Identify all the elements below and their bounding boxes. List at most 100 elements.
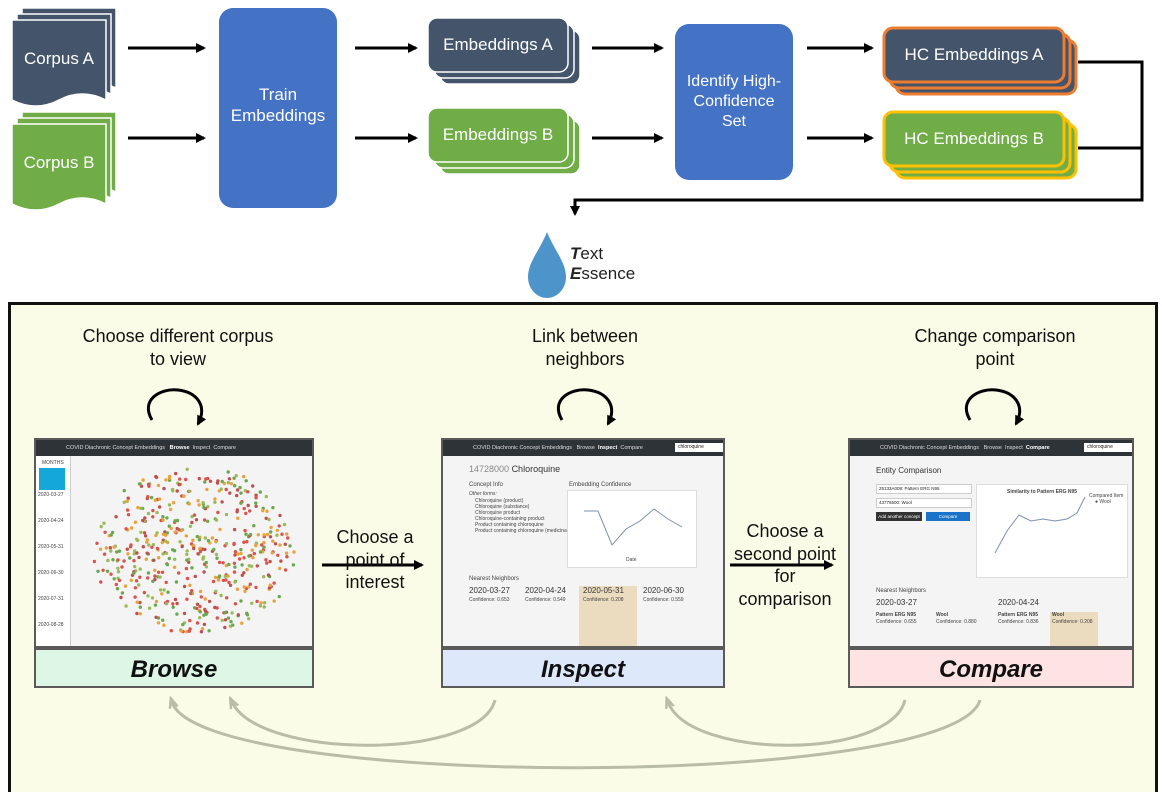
scatter-point[interactable]: [146, 576, 150, 580]
scatter-point[interactable]: [207, 599, 212, 604]
scatter-point[interactable]: [202, 622, 207, 627]
scatter-point[interactable]: [227, 580, 231, 585]
scatter-point[interactable]: [135, 600, 139, 604]
scatter-point[interactable]: [144, 557, 148, 561]
scatter-point[interactable]: [178, 477, 182, 481]
scatter-point[interactable]: [126, 513, 131, 517]
scatter-point[interactable]: [204, 565, 209, 569]
scatter-point[interactable]: [190, 566, 194, 570]
scatter-point[interactable]: [213, 497, 217, 501]
scatter-point[interactable]: [268, 535, 273, 539]
scatter-point[interactable]: [226, 481, 230, 485]
scatter-point[interactable]: [240, 563, 244, 567]
scatter-point[interactable]: [138, 605, 142, 609]
scatter-point[interactable]: [196, 552, 200, 556]
scatter-point[interactable]: [184, 477, 188, 482]
scatter-point[interactable]: [112, 577, 116, 581]
scatter-point[interactable]: [260, 543, 264, 547]
scatter-point[interactable]: [235, 587, 240, 591]
scatter-point[interactable]: [203, 609, 208, 614]
scatter-point[interactable]: [153, 568, 157, 572]
month-item[interactable]: 2020-03-27: [38, 492, 64, 498]
compare-nav-inspect[interactable]: Inspect: [1005, 445, 1023, 451]
scatter-point[interactable]: [240, 573, 244, 577]
scatter-point[interactable]: [238, 485, 242, 490]
scatter-point[interactable]: [175, 601, 179, 606]
scatter-point[interactable]: [124, 527, 128, 531]
scatter-point[interactable]: [262, 601, 267, 605]
scatter-point[interactable]: [147, 484, 151, 488]
scatter-point[interactable]: [210, 536, 215, 540]
scatter-point[interactable]: [156, 621, 161, 625]
scatter-point[interactable]: [110, 530, 115, 535]
scatter-point[interactable]: [202, 518, 207, 522]
scatter-point[interactable]: [279, 559, 283, 563]
scatter-point[interactable]: [185, 597, 189, 601]
scatter-point[interactable]: [165, 562, 170, 567]
scatter-point[interactable]: [230, 611, 234, 615]
scatter-point[interactable]: [240, 621, 244, 625]
scatter-point[interactable]: [239, 501, 243, 505]
scatter-point[interactable]: [219, 487, 223, 491]
scatter-point[interactable]: [226, 616, 231, 620]
compare-button[interactable]: Compare: [926, 512, 970, 521]
scatter-point[interactable]: [184, 534, 188, 538]
scatter-point[interactable]: [153, 574, 157, 578]
scatter-point[interactable]: [99, 580, 103, 584]
scatter-point[interactable]: [146, 594, 150, 598]
scatter-point[interactable]: [157, 556, 161, 560]
scatter-point[interactable]: [188, 583, 192, 587]
scatter-point[interactable]: [151, 543, 156, 547]
scatter-point[interactable]: [233, 565, 237, 569]
scatter-point[interactable]: [252, 551, 256, 556]
scatter-point[interactable]: [109, 572, 113, 576]
scatter-point[interactable]: [132, 559, 136, 563]
scatter-point[interactable]: [116, 570, 121, 574]
scatter-point[interactable]: [215, 556, 219, 560]
scatter-point[interactable]: [244, 511, 248, 516]
scatter-point[interactable]: [226, 470, 230, 474]
scatter-point[interactable]: [213, 605, 217, 610]
scatter-point[interactable]: [151, 515, 155, 519]
scatter-point[interactable]: [262, 545, 266, 549]
scatter-point[interactable]: [247, 617, 251, 621]
scatter-point[interactable]: [242, 474, 246, 479]
scatter-point[interactable]: [180, 528, 185, 532]
scatter-point[interactable]: [180, 544, 184, 549]
scatter-point[interactable]: [203, 597, 207, 601]
scatter-point[interactable]: [198, 616, 202, 620]
scatter-point[interactable]: [213, 575, 218, 580]
browse-nav-browse[interactable]: Browse: [169, 445, 190, 451]
scatter-point[interactable]: [122, 500, 126, 504]
scatter-point[interactable]: [177, 528, 181, 532]
scatter-point[interactable]: [102, 521, 106, 525]
embedding-scatter[interactable]: [76, 458, 312, 646]
scatter-point[interactable]: [195, 602, 200, 606]
scatter-point[interactable]: [171, 605, 175, 609]
scatter-point[interactable]: [104, 546, 109, 550]
scatter-point[interactable]: [226, 574, 230, 578]
scatter-point[interactable]: [158, 575, 162, 579]
scatter-point[interactable]: [120, 565, 124, 569]
scatter-point[interactable]: [138, 600, 142, 605]
scatter-point[interactable]: [291, 563, 296, 567]
scatter-point[interactable]: [223, 610, 227, 615]
scatter-point[interactable]: [254, 493, 258, 497]
scatter-point[interactable]: [105, 569, 110, 573]
scatter-point[interactable]: [133, 549, 137, 553]
scatter-point[interactable]: [178, 540, 182, 544]
scatter-point[interactable]: [164, 551, 169, 555]
scatter-point[interactable]: [202, 505, 206, 510]
scatter-point[interactable]: [242, 540, 246, 544]
scatter-point[interactable]: [251, 484, 255, 488]
scatter-point[interactable]: [254, 504, 258, 508]
scatter-point[interactable]: [245, 613, 250, 617]
scatter-point[interactable]: [153, 577, 157, 582]
scatter-point[interactable]: [108, 546, 112, 550]
scatter-point[interactable]: [197, 503, 201, 507]
scatter-point[interactable]: [227, 477, 232, 481]
scatter-point[interactable]: [220, 618, 224, 623]
scatter-point[interactable]: [150, 545, 154, 549]
scatter-point[interactable]: [223, 574, 227, 579]
scatter-point[interactable]: [232, 570, 237, 574]
